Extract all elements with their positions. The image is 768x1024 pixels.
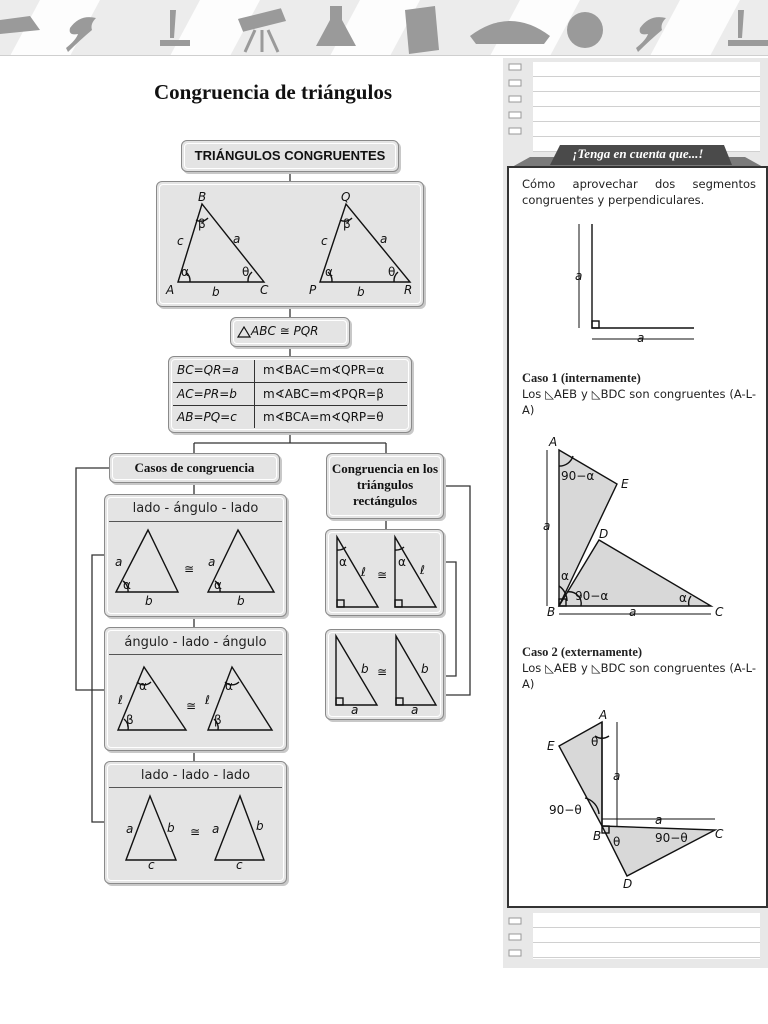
triangle-pair-box [156, 181, 424, 307]
equality-right-3: m∢BCA=m∢QRP=θ [263, 410, 384, 424]
casos-heading-box: Casos de congruencia [109, 453, 280, 483]
congruence-statement: ABC ≅ PQR [251, 324, 319, 338]
equality-right-2: m∢ABC=m∢PQR=β [263, 387, 384, 401]
caso1-title: Caso 1 (internamente) [522, 371, 641, 385]
equalities-box: BC=QR=a m∢BAC=m∢QPR=α AC=PR=b m∢ABC=m∢PQ… [168, 356, 412, 433]
note-box: Cómo aprovechar dos segmentos congruente… [507, 166, 768, 908]
dove-icon [66, 17, 96, 52]
concept-map: TRIÁNGULOS CONGRUENTES B A C c a b β α θ… [75, 140, 471, 884]
congruence-statement-box: ABC ≅ PQR [230, 317, 350, 347]
right-case-2-box [325, 629, 444, 720]
telescope-icon [237, 8, 287, 53]
equality-right-1: m∢BAC=m∢QPR=α [263, 363, 385, 377]
congruent-triangles-heading: TRIÁNGULOS CONGRUENTES [194, 148, 386, 163]
case-lll-box: lado - lado - lado [104, 761, 287, 884]
spiral-binding [508, 63, 522, 957]
stack-icon [0, 16, 40, 34]
note-tab-label: ¡Tenga en cuenta que...! [572, 146, 704, 161]
quill-book-icon [160, 10, 190, 46]
stadium-icon [470, 21, 550, 44]
right-triangles-heading: Congruencia en los triángulos rectángulo… [331, 461, 439, 508]
triangle-symbol-icon [237, 326, 251, 338]
book-icon [405, 6, 439, 54]
banner-icons [0, 0, 768, 55]
caso2-title: Caso 2 (externamente) [522, 645, 643, 659]
right-case-1-box [325, 529, 444, 616]
palette-icon [567, 12, 603, 48]
intro-text: Cómo aprovechar dos segmentos congruente… [522, 177, 756, 207]
congruent-triangles-heading-box: TRIÁNGULOS CONGRUENTES [181, 140, 399, 172]
caso1-text: Los ◺AEB y ◺BDC son congruentes (A-L-A) [522, 387, 756, 417]
caso2-text: Los ◺AEB y ◺BDC son congruentes (A-L-A) [522, 661, 756, 691]
case-lal-box: lado - ángulo - lado [104, 494, 287, 617]
case-ala-box: ángulo - lado - ángulo [104, 627, 287, 751]
note-tab [512, 145, 763, 167]
dove-icon-2 [636, 17, 666, 52]
case-lal-title: lado - ángulo - lado [132, 501, 259, 516]
equality-left-1: BC=QR=a [177, 363, 239, 377]
casos-heading: Casos de congruencia [134, 460, 255, 475]
case-lll-title: lado - lado - lado [140, 768, 251, 783]
flask-icon [316, 6, 356, 46]
top-banner [0, 0, 768, 56]
equality-left-2: AC=PR=b [177, 387, 237, 401]
quill-icon-2 [728, 10, 768, 46]
case-ala-title: ángulo - lado - ángulo [124, 635, 267, 650]
equality-left-3: AB=PQ=c [177, 410, 237, 424]
page-title: Congruencia de triángulos [153, 80, 392, 104]
right-triangles-heading-box: Congruencia en los triángulos rectángulo… [326, 453, 444, 519]
